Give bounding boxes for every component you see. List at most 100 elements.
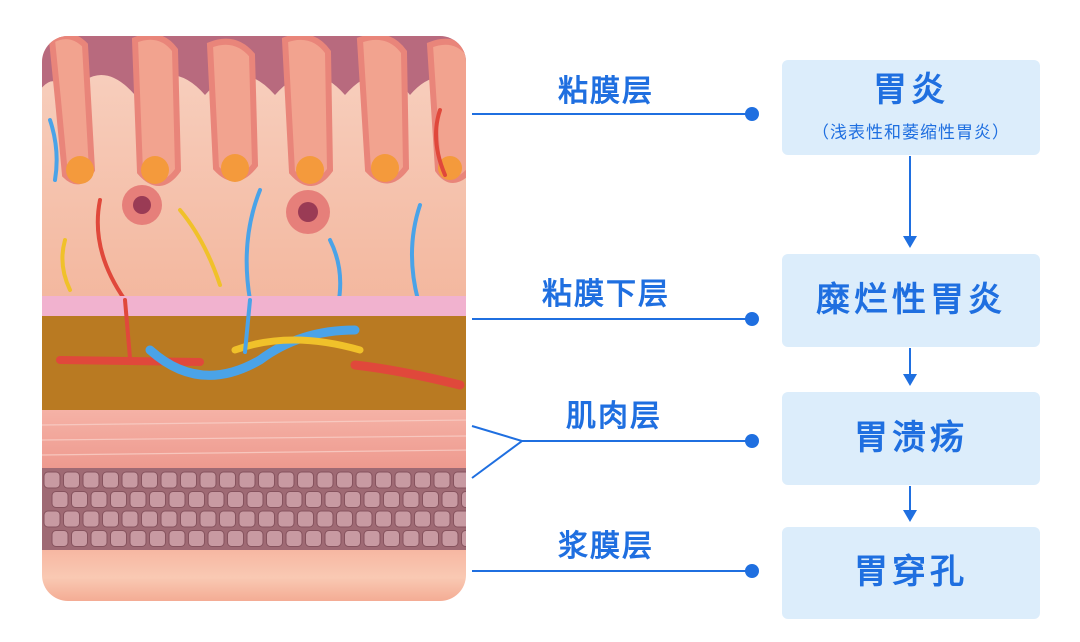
muscle-cell (383, 491, 400, 508)
muscle-cell (102, 510, 119, 528)
muscle-cell (141, 510, 158, 528)
muscle-cell (375, 471, 392, 489)
muscle-cell (336, 471, 353, 489)
muscle-cell (258, 510, 275, 528)
muscle-cell (246, 530, 264, 547)
label-muscle: 肌肉层 (566, 399, 662, 434)
stage-title: 胃炎 (873, 70, 949, 111)
muscle-cell (402, 530, 420, 547)
muscle-cell (129, 491, 147, 508)
muscle-cell (149, 491, 166, 508)
muscle-cell (441, 530, 459, 547)
muscle-cell (180, 510, 197, 528)
muscle-cell (43, 510, 61, 528)
muscle-cell (355, 471, 373, 489)
muscle-cell (219, 471, 236, 489)
muscularis-mucosae (42, 296, 466, 316)
muscle-cell (336, 510, 353, 528)
muscle-cell (207, 491, 225, 508)
muscle-cell (266, 491, 283, 508)
muscle-cell (129, 530, 147, 547)
muscle-cell (363, 491, 381, 508)
muscle-cell (402, 491, 420, 508)
connector-lines (471, 113, 752, 572)
stage-box-erosive-gastritis: 糜烂性胃炎 (782, 254, 1040, 347)
muscle-cell (305, 491, 322, 508)
serosa-layer (42, 550, 466, 601)
muscle-cell (121, 471, 139, 489)
muscle-cell (71, 530, 88, 547)
stage-subtitle: （浅表性和萎缩性胃炎） (812, 122, 1010, 143)
submucosal-vessels (56, 298, 465, 390)
muscle-cell (453, 510, 466, 528)
muscle-cell (324, 491, 342, 508)
mucosal-capillaries (48, 108, 447, 307)
muscle-cell (433, 510, 451, 528)
muscle-cell (227, 530, 244, 547)
stage-box-gastric-perforation: 胃穿孔 (782, 527, 1040, 619)
muscle-cell (219, 510, 236, 528)
muscle-cell (90, 530, 108, 547)
muscle-cell (90, 491, 108, 508)
muscle-fibers (42, 419, 466, 456)
muscle-cell (238, 510, 256, 528)
muscle-cell (363, 530, 381, 547)
stage-box-gastric-ulcer: 胃溃疡 (782, 392, 1040, 485)
muscle-cell (422, 491, 439, 508)
muscle-cell (141, 471, 158, 489)
muscle-cell (43, 471, 61, 489)
muscle-cell (258, 471, 275, 489)
muscle-cell (461, 530, 466, 547)
muscle-cell (180, 471, 197, 489)
muscle-cell (316, 471, 334, 489)
muscle-cell (188, 491, 205, 508)
muscle-cell (63, 510, 80, 528)
tissue-cross-section (42, 36, 466, 601)
muscle-cell (433, 471, 451, 489)
muscle-cell (188, 530, 205, 547)
muscle-cell (238, 471, 256, 489)
muscle-cell (266, 530, 283, 547)
muscle-cell (355, 510, 373, 528)
gland-clusters (66, 154, 462, 184)
muscle-cell (414, 471, 431, 489)
muscle-cell (453, 471, 466, 489)
muscle-cell (285, 530, 303, 547)
muscle-cell (285, 491, 303, 508)
stage-title: 胃溃疡 (854, 417, 968, 458)
muscle-cell (63, 471, 80, 489)
muscle-cell (199, 471, 217, 489)
muscle-cell (149, 530, 166, 547)
muscle-cell (207, 530, 225, 547)
muscle-cell (227, 491, 244, 508)
gland-cross-sections (122, 185, 330, 234)
muscle-cell (344, 530, 361, 547)
muscle-cell (277, 471, 295, 489)
muscle-cell (297, 471, 314, 489)
muscle-cell (414, 510, 431, 528)
muscle-cell (344, 491, 361, 508)
muscle-cell (324, 530, 342, 547)
muscle-cell (199, 510, 217, 528)
muscle-cell (305, 530, 322, 547)
muscle-cell (160, 471, 178, 489)
muscle-cell (110, 491, 127, 508)
muscle-cell (316, 510, 334, 528)
muscle-cell (51, 491, 69, 508)
muscle-cell (168, 491, 186, 508)
muscle-cell (394, 510, 412, 528)
muscle-cell (51, 530, 69, 547)
stage-title: 糜烂性胃炎 (816, 279, 1006, 320)
muscle-cell (110, 530, 127, 547)
muscle-cell (394, 471, 412, 489)
muscle-cell (441, 491, 459, 508)
muscle-cell (422, 530, 439, 547)
label-mucosa: 粘膜层 (558, 74, 654, 109)
muscle-cell (102, 471, 119, 489)
muscle-cell (297, 510, 314, 528)
label-submucosa: 粘膜下层 (542, 277, 670, 312)
connector-dots (745, 107, 759, 578)
muscle-cell (277, 510, 295, 528)
muscle-cell (246, 491, 264, 508)
